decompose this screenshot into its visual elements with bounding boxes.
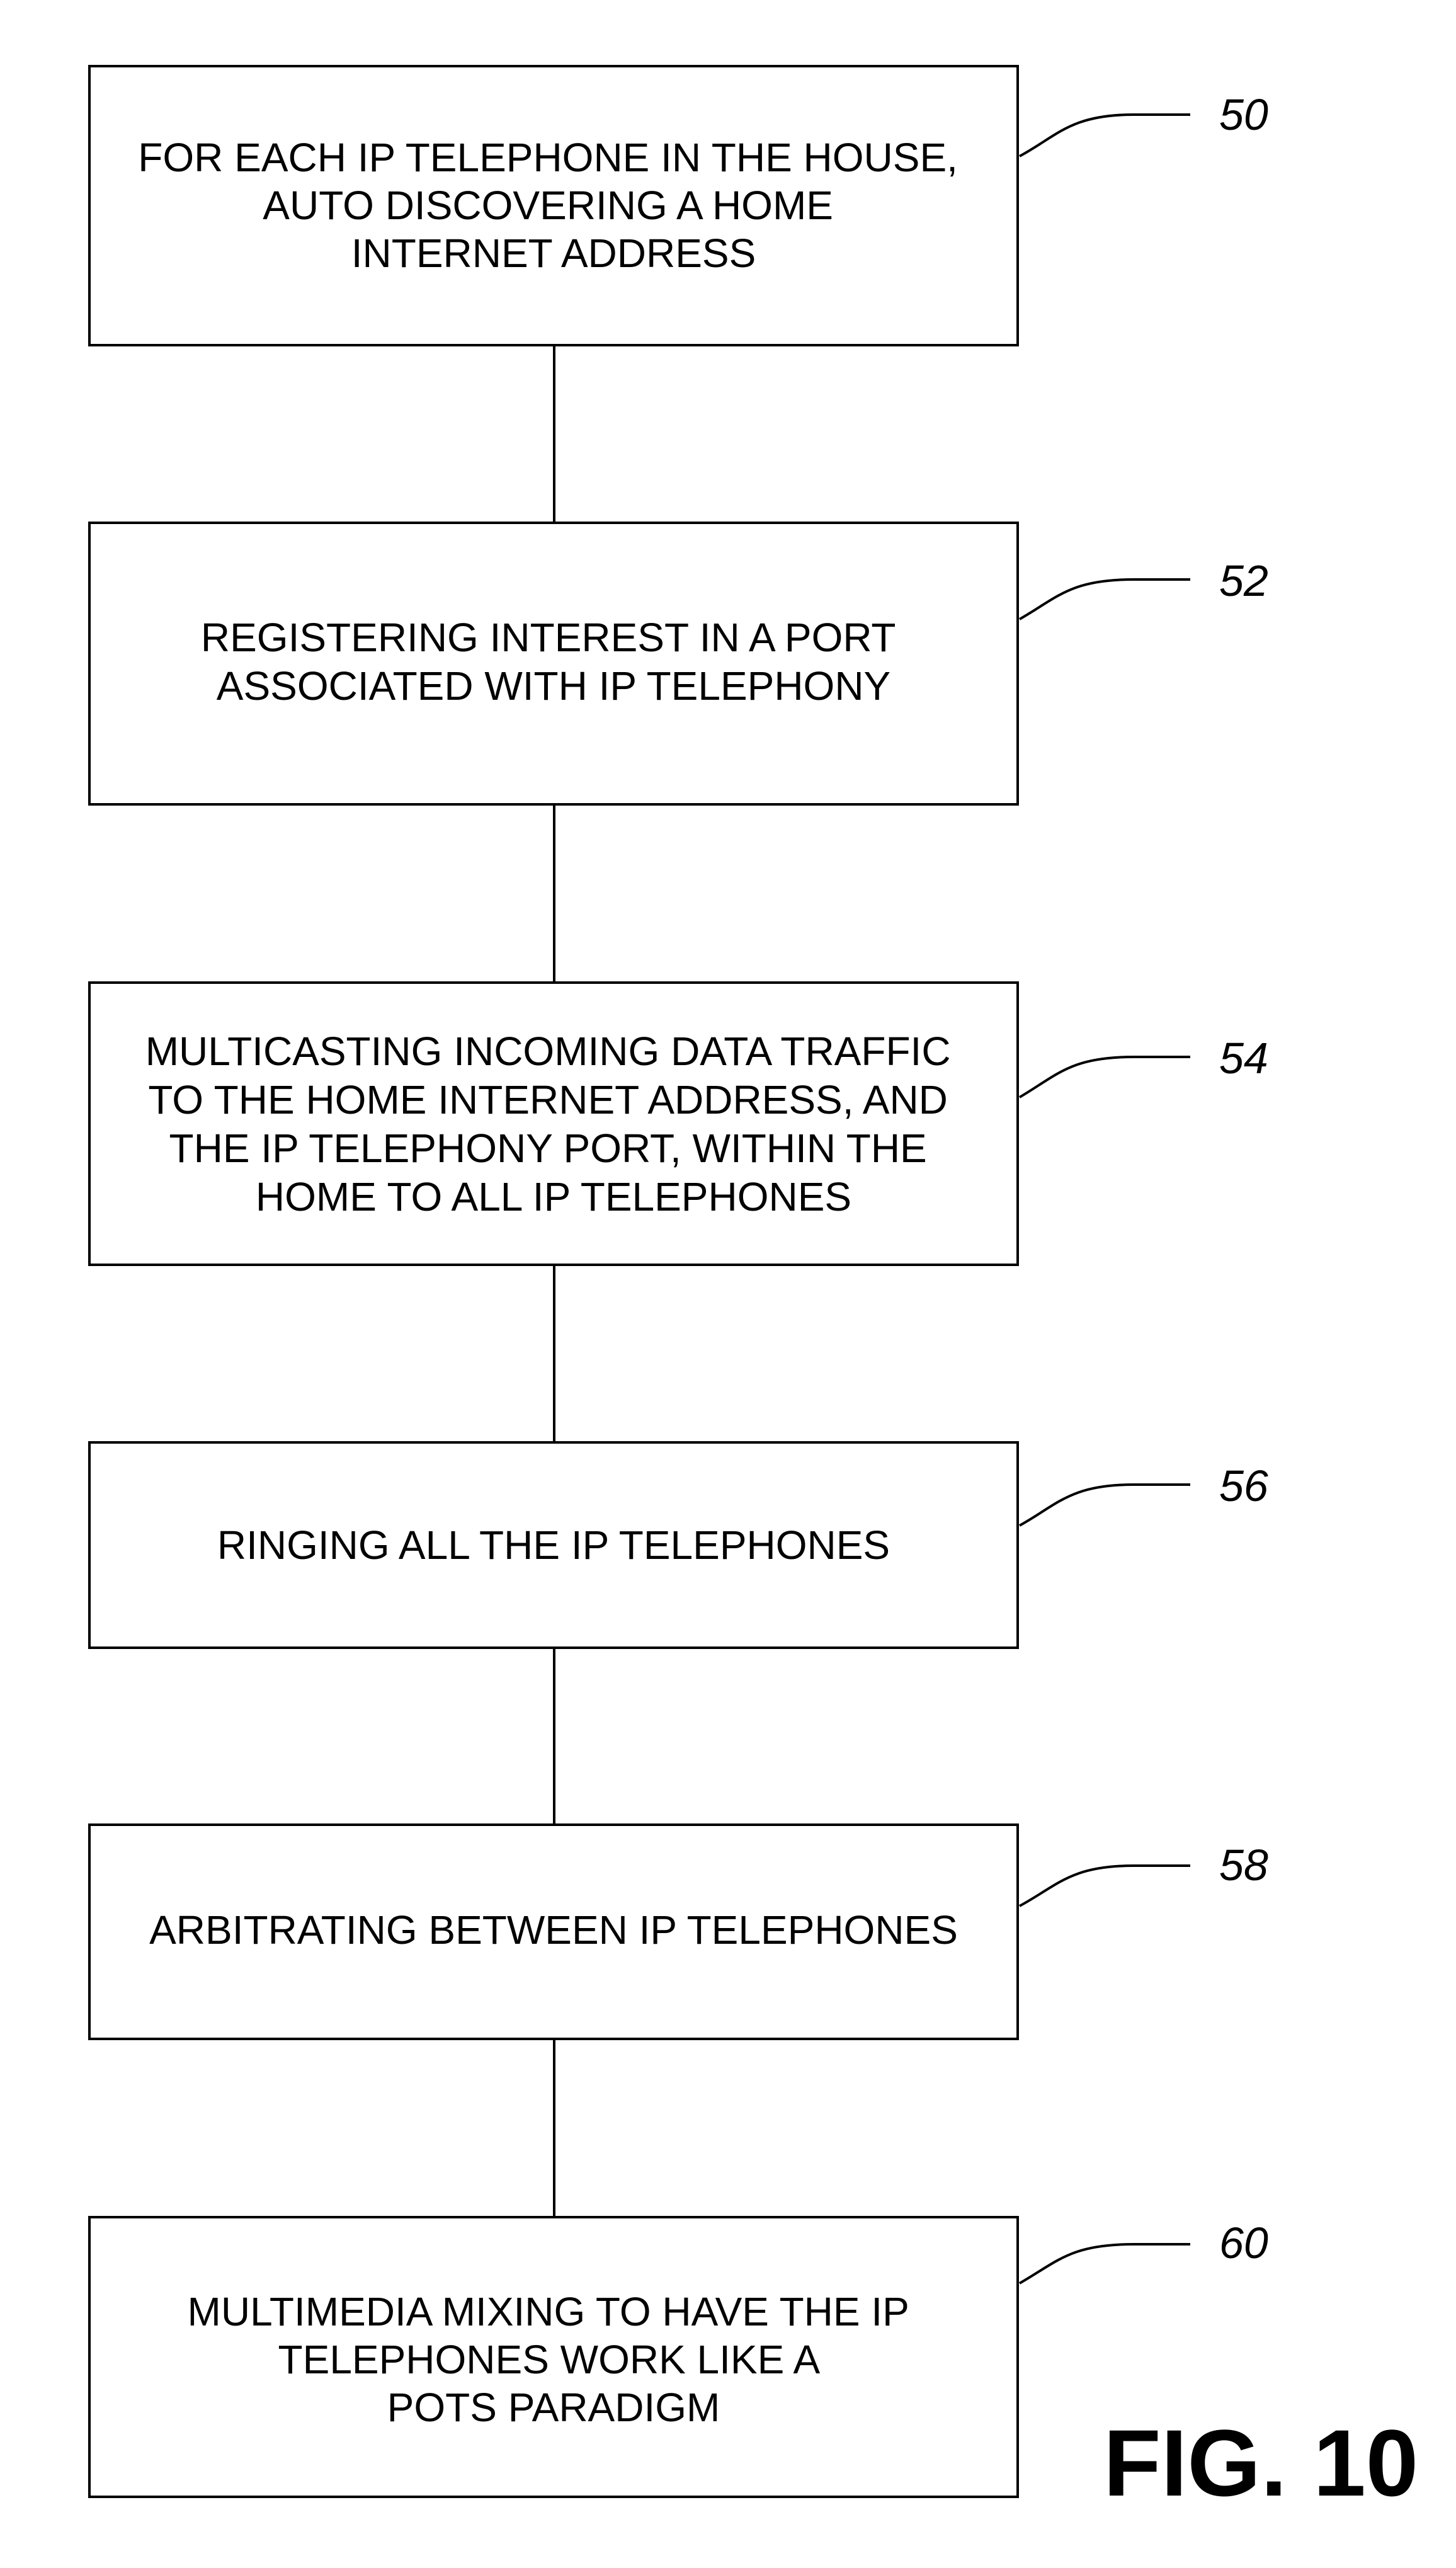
step-58: ARBITRATING BETWEEN IP TELEPHONES 58 (89, 1825, 1268, 2039)
figure-label: FIG. 10 (1103, 2410, 1418, 2516)
reference-numeral: 58 (1219, 1840, 1268, 1890)
leader-line (1020, 1057, 1190, 1097)
reference-numeral: 54 (1219, 1034, 1268, 1083)
leader-line (1020, 2244, 1190, 2283)
leader-line (1020, 579, 1190, 619)
step-text: ARBITRATING BETWEEN IP TELEPHONES (149, 1907, 958, 1953)
reference-numeral: 56 (1219, 1461, 1268, 1510)
step-54: MULTICASTING INCOMING DATA TRAFFIC TO TH… (89, 983, 1268, 1265)
reference-numeral: 52 (1219, 556, 1268, 605)
step-box (89, 983, 1018, 1265)
leader-line (1020, 1866, 1190, 1906)
leader-line (1020, 115, 1190, 156)
step-50: FOR EACH IP TELEPHONE IN THE HOUSE, AUTO… (89, 66, 1268, 345)
reference-numeral: 50 (1219, 90, 1268, 139)
step-60: MULTIMEDIA MIXING TO HAVE THE IP TELEPHO… (89, 2217, 1268, 2497)
leader-line (1020, 1485, 1190, 1526)
step-text: RINGING ALL THE IP TELEPHONES (217, 1522, 890, 1568)
step-52: REGISTERING INTEREST IN A PORT ASSOCIATE… (89, 523, 1268, 804)
step-56: RINGING ALL THE IP TELEPHONES 56 (89, 1442, 1268, 1648)
reference-numeral: 60 (1219, 2218, 1268, 2268)
